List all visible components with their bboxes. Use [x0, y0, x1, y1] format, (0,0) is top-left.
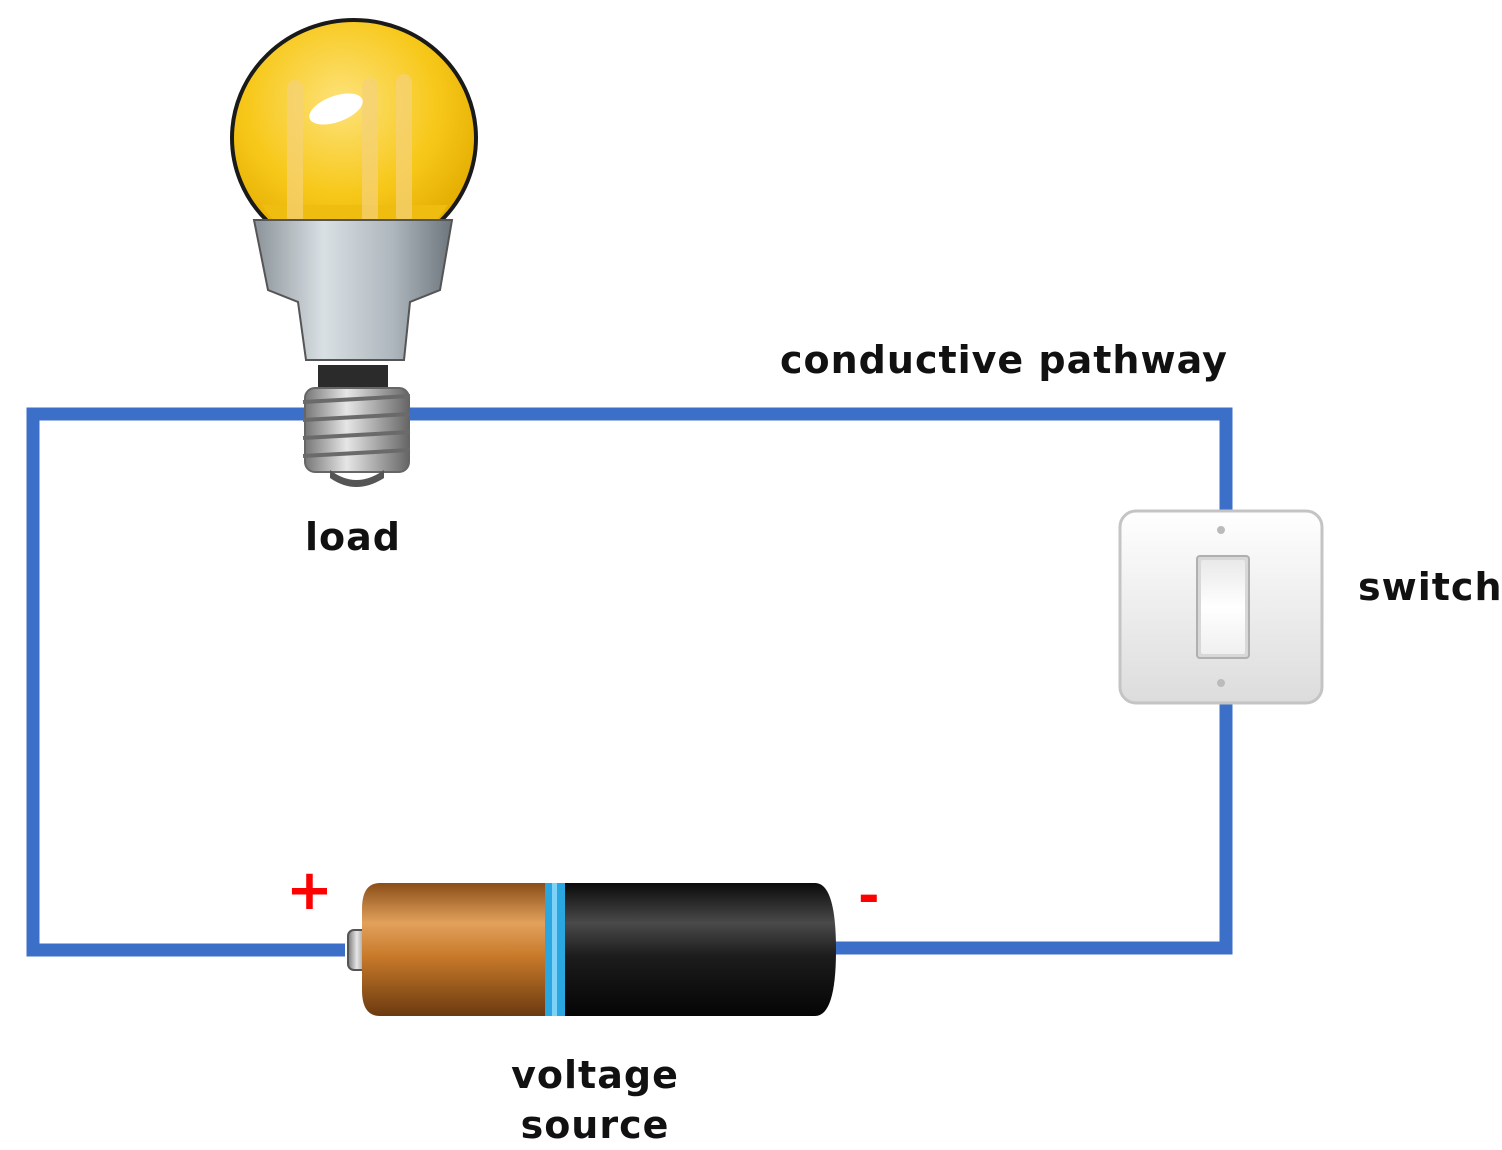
conductive-pathway-label: conductive pathway — [780, 338, 1228, 382]
negative-terminal-sign: - — [858, 866, 880, 926]
voltage-source-label-line1: voltage — [511, 1053, 679, 1097]
voltage-source-label: voltage source — [470, 1050, 720, 1150]
switch-label: switch — [1358, 565, 1502, 609]
lightbulb-icon — [230, 18, 478, 487]
switch-icon — [1118, 509, 1324, 705]
voltage-source-label-line2: source — [520, 1103, 670, 1147]
load-label: load — [305, 515, 401, 559]
positive-terminal-sign: + — [286, 858, 333, 923]
battery-icon — [347, 883, 836, 1016]
conductive-wire — [26, 407, 1233, 957]
